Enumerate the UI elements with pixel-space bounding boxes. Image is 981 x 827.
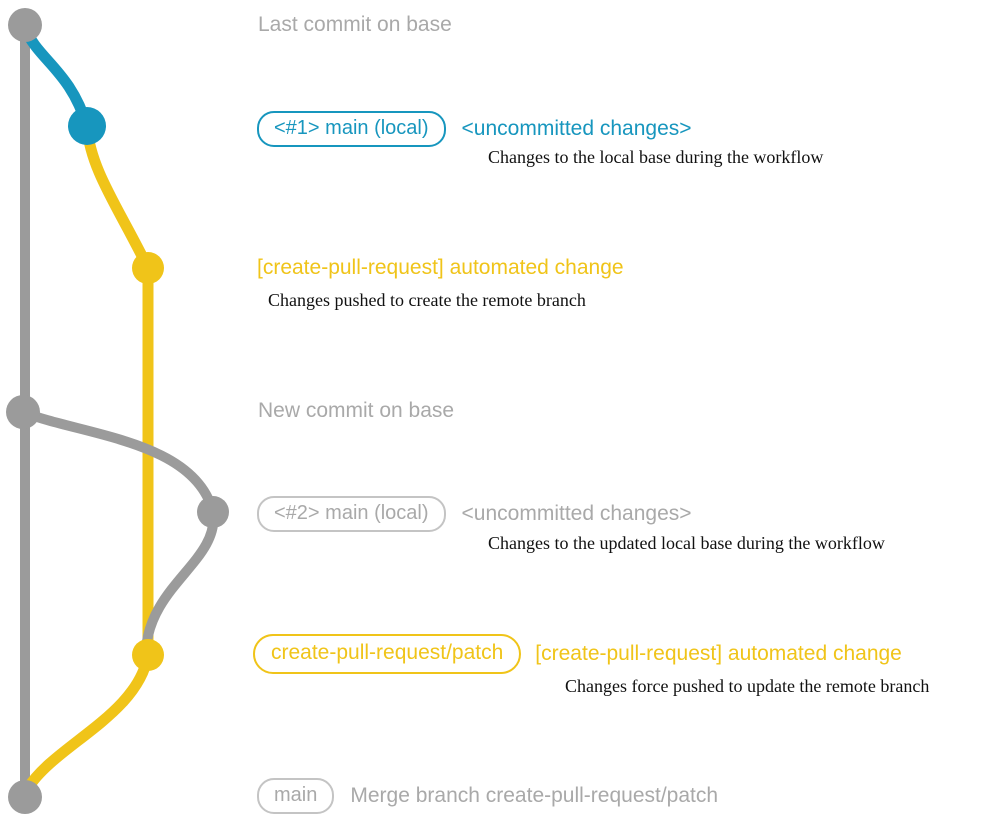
- branch-badge-patch: create-pull-request/patch: [253, 634, 522, 674]
- automated-change-title-2: [create-pull-request] automated change: [535, 642, 902, 665]
- commit-dot-patch-2: [132, 639, 164, 671]
- patch-branch-curve: [81, 125, 153, 271]
- commit3-row: <#2> main (local) <uncommitted changes>: [257, 496, 692, 532]
- new-commit-label: New commit on base: [258, 399, 455, 422]
- branch-badge-main: main: [257, 778, 335, 814]
- rebase-curve-2: [141, 511, 219, 651]
- branch-badge-main-local-2: <#2> main (local): [257, 496, 446, 532]
- commit3-description: Changes to the updated local base during…: [488, 533, 885, 553]
- branch-badge-main-local-1: <#1> main (local): [257, 111, 446, 147]
- commit-dot-patch-1: [132, 252, 164, 284]
- commit-dot-uncommitted-2: [197, 496, 229, 528]
- commit2-description: Changes pushed to create the remote bran…: [268, 290, 586, 310]
- rebase-curve-1: [21, 407, 218, 514]
- merge-curve: [23, 653, 154, 792]
- commit1-description: Changes to the local base during the wor…: [488, 147, 824, 167]
- commit-dot-base-2: [6, 395, 40, 429]
- merge-row: main Merge branch create-pull-request/pa…: [257, 778, 718, 814]
- commit4-row: create-pull-request/patch [create-pull-r…: [253, 634, 902, 674]
- uncommitted-changes-title-1: <uncommitted changes>: [461, 117, 692, 140]
- commit-dot-merge: [8, 780, 42, 814]
- merge-commit-label: Merge branch create-pull-request/patch: [350, 784, 719, 807]
- commit1-row: <#1> main (local) <uncommitted changes>: [257, 111, 692, 147]
- commit4-description: Changes force pushed to update the remot…: [565, 676, 930, 696]
- last-commit-label: Last commit on base: [258, 13, 452, 36]
- commit-dot-uncommitted-1: [68, 107, 106, 145]
- automated-change-title-1: [create-pull-request] automated change: [257, 256, 624, 279]
- commit-dot-base-1: [8, 8, 42, 42]
- uncommitted-changes-title-2: <uncommitted changes>: [461, 502, 692, 525]
